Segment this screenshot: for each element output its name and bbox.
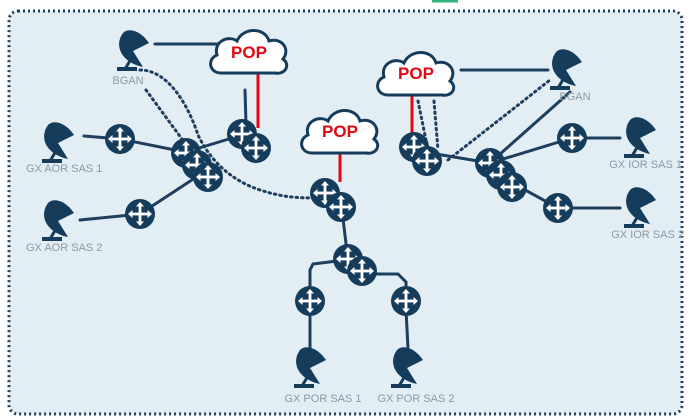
station-label: GX POR SAS 2: [377, 393, 454, 405]
router-icon: [391, 286, 421, 316]
station-label: GX IOR SAS 1: [609, 159, 682, 171]
router-icon: [497, 172, 527, 202]
station-label: GX AOR SAS 1: [26, 163, 102, 175]
svg-text:POP: POP: [398, 64, 434, 83]
pop-cloud-right: POP: [376, 51, 456, 97]
router-icon: [125, 199, 155, 229]
station-label: GX IOR SAS 2: [611, 229, 684, 241]
station-label: GX AOR SAS 2: [26, 242, 102, 254]
station-label: BGAN: [112, 75, 143, 87]
pop-cloud-center: POP: [300, 109, 380, 155]
router-icon: [412, 146, 442, 176]
svg-text:POP: POP: [322, 122, 358, 141]
svg-text:POP: POP: [231, 43, 267, 62]
router-icon: [347, 256, 377, 286]
router-icon: [557, 123, 587, 153]
router-icon: [543, 193, 573, 223]
router-icon: [105, 124, 135, 154]
router-icon: [193, 162, 223, 192]
pop-cloud-left: POP: [209, 29, 289, 75]
station-label: BGAN: [559, 91, 590, 103]
router-icon: [326, 192, 356, 222]
station-label: GX POR SAS 1: [284, 393, 361, 405]
router-icon: [295, 286, 325, 316]
router-icon: [241, 133, 271, 163]
